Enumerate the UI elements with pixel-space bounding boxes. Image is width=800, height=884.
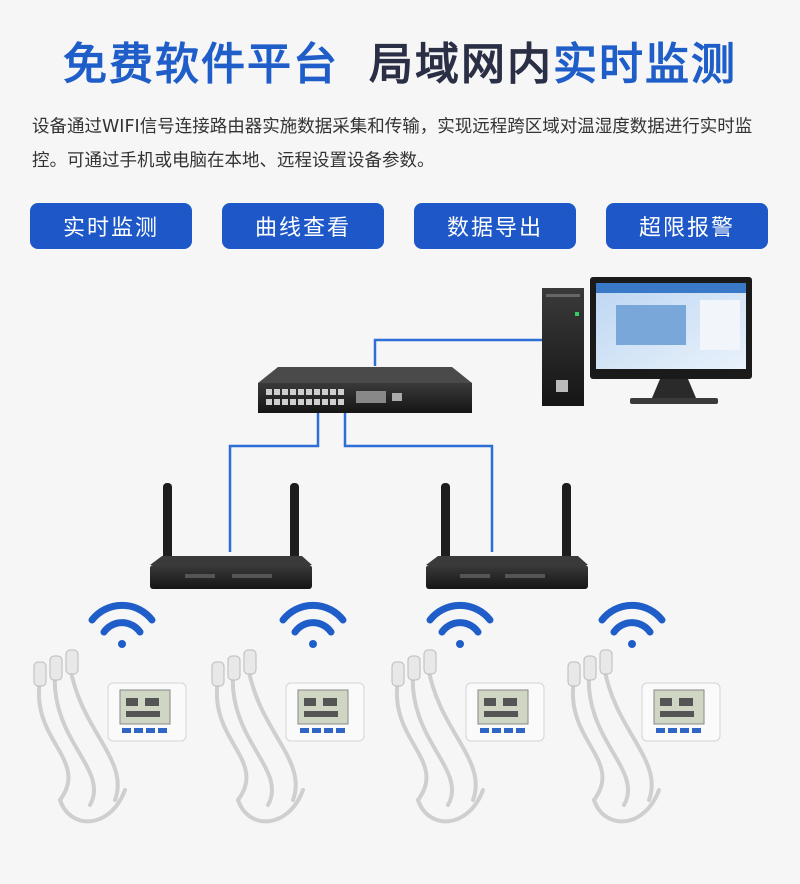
feature-over-limit-alarm: 超限报警 — [606, 203, 768, 249]
wifi-icon — [279, 601, 347, 648]
headline-part1: 免费软件平台 — [63, 39, 339, 90]
wifi-icon — [598, 601, 666, 648]
feature-realtime-monitor: 实时监测 — [30, 203, 192, 249]
network-switch-icon — [258, 367, 472, 413]
sensor-probe-icon — [570, 664, 661, 824]
link-switch-computer — [373, 338, 542, 366]
description: 设备通过WIFI信号连接路由器实施数据采集和传输，实现远程跨区域对温湿度数据进行… — [32, 117, 753, 171]
link-switch-router-right — [343, 410, 494, 552]
data-logger-icon — [641, 682, 721, 742]
connection-lines — [228, 338, 542, 552]
headline-part2a: 局域网内 — [369, 39, 553, 90]
sensor-probe-icon — [36, 664, 127, 824]
data-logger-icon — [465, 682, 545, 742]
link-switch-router-left — [228, 410, 320, 552]
feature-curve-view: 曲线查看 — [222, 203, 384, 249]
router-icon — [150, 483, 312, 589]
wifi-icon — [88, 601, 156, 648]
feature-data-export: 数据导出 — [414, 203, 576, 249]
sensor-group-4 — [567, 649, 721, 824]
computer-icon — [542, 277, 752, 406]
data-logger-icon — [107, 682, 187, 742]
sensor-probe-icon — [214, 664, 305, 824]
sensor-group-3 — [391, 649, 545, 824]
router-icon — [426, 483, 588, 589]
headline: 免费软件平台局域网内实时监测 — [0, 28, 800, 92]
headline-part2b: 实时监测 — [553, 39, 737, 90]
sensor-group-1 — [33, 649, 187, 824]
wifi-icon — [426, 601, 494, 648]
sensor-group-2 — [211, 649, 365, 824]
data-logger-icon — [285, 682, 365, 742]
sensor-probe-icon — [394, 664, 485, 824]
